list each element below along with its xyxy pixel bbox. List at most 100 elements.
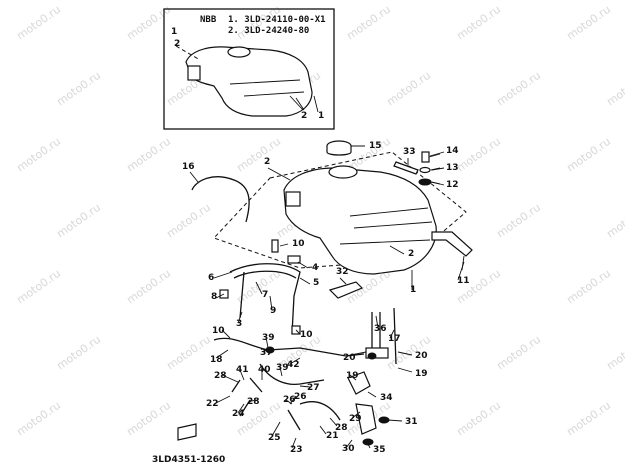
watermark-text: moto0.ru <box>344 3 393 43</box>
leader-line <box>250 399 259 402</box>
part-callout: 40 <box>258 365 271 375</box>
watermark-text: moto0.ru <box>124 267 173 307</box>
watermark-text: moto0.ru <box>454 3 503 43</box>
leader-line <box>375 315 379 329</box>
tank-decal-lines <box>339 207 433 245</box>
inset-nbb-label: NBB <box>200 15 217 25</box>
part-callout: 15 <box>369 141 382 151</box>
watermark-text: moto0.ru <box>564 399 613 439</box>
leader-line <box>329 417 338 427</box>
watermark-text: moto0.ru <box>54 201 103 241</box>
part-callout: 9 <box>270 306 276 316</box>
rubber-pad <box>328 281 364 299</box>
part-callout: 19 <box>346 371 359 381</box>
part-callout: 39 <box>262 333 275 343</box>
leader-line <box>279 243 289 247</box>
part-callout: 3 <box>236 319 242 329</box>
leader-line <box>239 369 245 381</box>
leader-line <box>387 419 403 422</box>
leader-line <box>351 411 361 419</box>
part-callout: 16 <box>182 162 195 172</box>
part-callout: 5 <box>313 278 319 288</box>
leader-line <box>345 439 353 449</box>
bolt-10-upper <box>271 239 279 253</box>
watermark-text: moto0.ru <box>564 267 613 307</box>
leader-line <box>431 181 445 186</box>
leader-line <box>319 425 327 435</box>
part-callout: 10 <box>300 330 313 340</box>
part-callout: 17 <box>388 334 401 344</box>
leader-line <box>285 399 293 405</box>
leader-line <box>237 403 245 414</box>
vent-hose <box>191 176 250 223</box>
watermark-text: moto0.ru <box>164 333 213 373</box>
leader-line <box>457 261 465 281</box>
watermark-text: moto0.ru <box>564 3 613 43</box>
watermark-text: moto0.ru <box>164 201 213 241</box>
leader-line <box>297 261 309 269</box>
part-callout: 20 <box>415 351 428 361</box>
watermark-text: moto0.ru <box>384 69 433 109</box>
part-callout: 19 <box>415 369 428 379</box>
watermark-text: moto0.ru <box>14 267 63 307</box>
tank-filler-neck <box>328 165 358 179</box>
leader-line <box>289 395 297 405</box>
part-callout: 1 <box>410 285 416 295</box>
part-tag <box>177 423 197 441</box>
watermark-text: moto0.ru <box>604 69 625 109</box>
part-callout: 31 <box>405 417 418 427</box>
part-callout: 23 <box>290 445 303 455</box>
watermark-text: moto0.ru <box>564 135 613 175</box>
part-callout: 20 <box>343 353 356 363</box>
part-callout: 8 <box>211 292 217 302</box>
watermark-text: moto0.ru <box>54 69 103 109</box>
leader-line <box>255 281 263 295</box>
part-callout: 42 <box>287 360 300 370</box>
leader-line <box>397 367 413 373</box>
part-callout: 10 <box>292 239 305 249</box>
inset-fuel-tank <box>175 45 313 117</box>
part-callout: 29 <box>349 414 362 424</box>
leader-line <box>345 351 367 357</box>
leader-line <box>269 295 273 311</box>
watermark-text: moto0.ru <box>14 3 63 43</box>
watermark-text: moto0.ru <box>494 333 543 373</box>
part-callout: 34 <box>380 393 393 403</box>
leader-line <box>267 167 291 181</box>
rear-bracket <box>431 231 473 271</box>
leader-line <box>429 151 445 157</box>
leader-line <box>213 395 231 405</box>
part-callout: 6 <box>208 273 214 283</box>
part-callout: 27 <box>307 383 320 393</box>
inset-cap <box>227 46 251 58</box>
cock-bracket <box>355 403 377 435</box>
part-callout: 2 <box>264 157 270 167</box>
tank-badge <box>285 191 301 207</box>
leader-line <box>215 349 229 359</box>
leader-line <box>367 391 377 398</box>
watermark-text: moto0.ru <box>604 201 625 241</box>
inset-callout-2b: 2 <box>301 111 307 121</box>
watermark-text: moto0.ru <box>494 69 543 109</box>
leader-line <box>339 277 347 285</box>
part-callout: 4 <box>312 263 318 273</box>
leader-line <box>279 366 283 377</box>
part-callout: 28 <box>335 423 348 433</box>
watermark-text: moto0.ru <box>604 333 625 373</box>
inset-callout-1a: 1 <box>171 27 177 37</box>
leader-line <box>295 329 301 335</box>
inset-callout-2a: 2 <box>174 39 180 49</box>
watermark-text: moto0.ru <box>14 135 63 175</box>
part-callout: 28 <box>214 371 227 381</box>
part-callout: 22 <box>206 399 219 409</box>
watermark-text: moto0.ru <box>14 399 63 439</box>
leader-line <box>215 293 225 299</box>
inset-line-1: 1. 3LD-24110-00-X1 <box>228 15 326 25</box>
leader-line <box>349 374 357 381</box>
watermark-text: moto0.ru <box>454 135 503 175</box>
leader-lines <box>189 145 465 449</box>
watermark-text: moto0.ru <box>454 267 503 307</box>
leader-line <box>367 443 371 449</box>
